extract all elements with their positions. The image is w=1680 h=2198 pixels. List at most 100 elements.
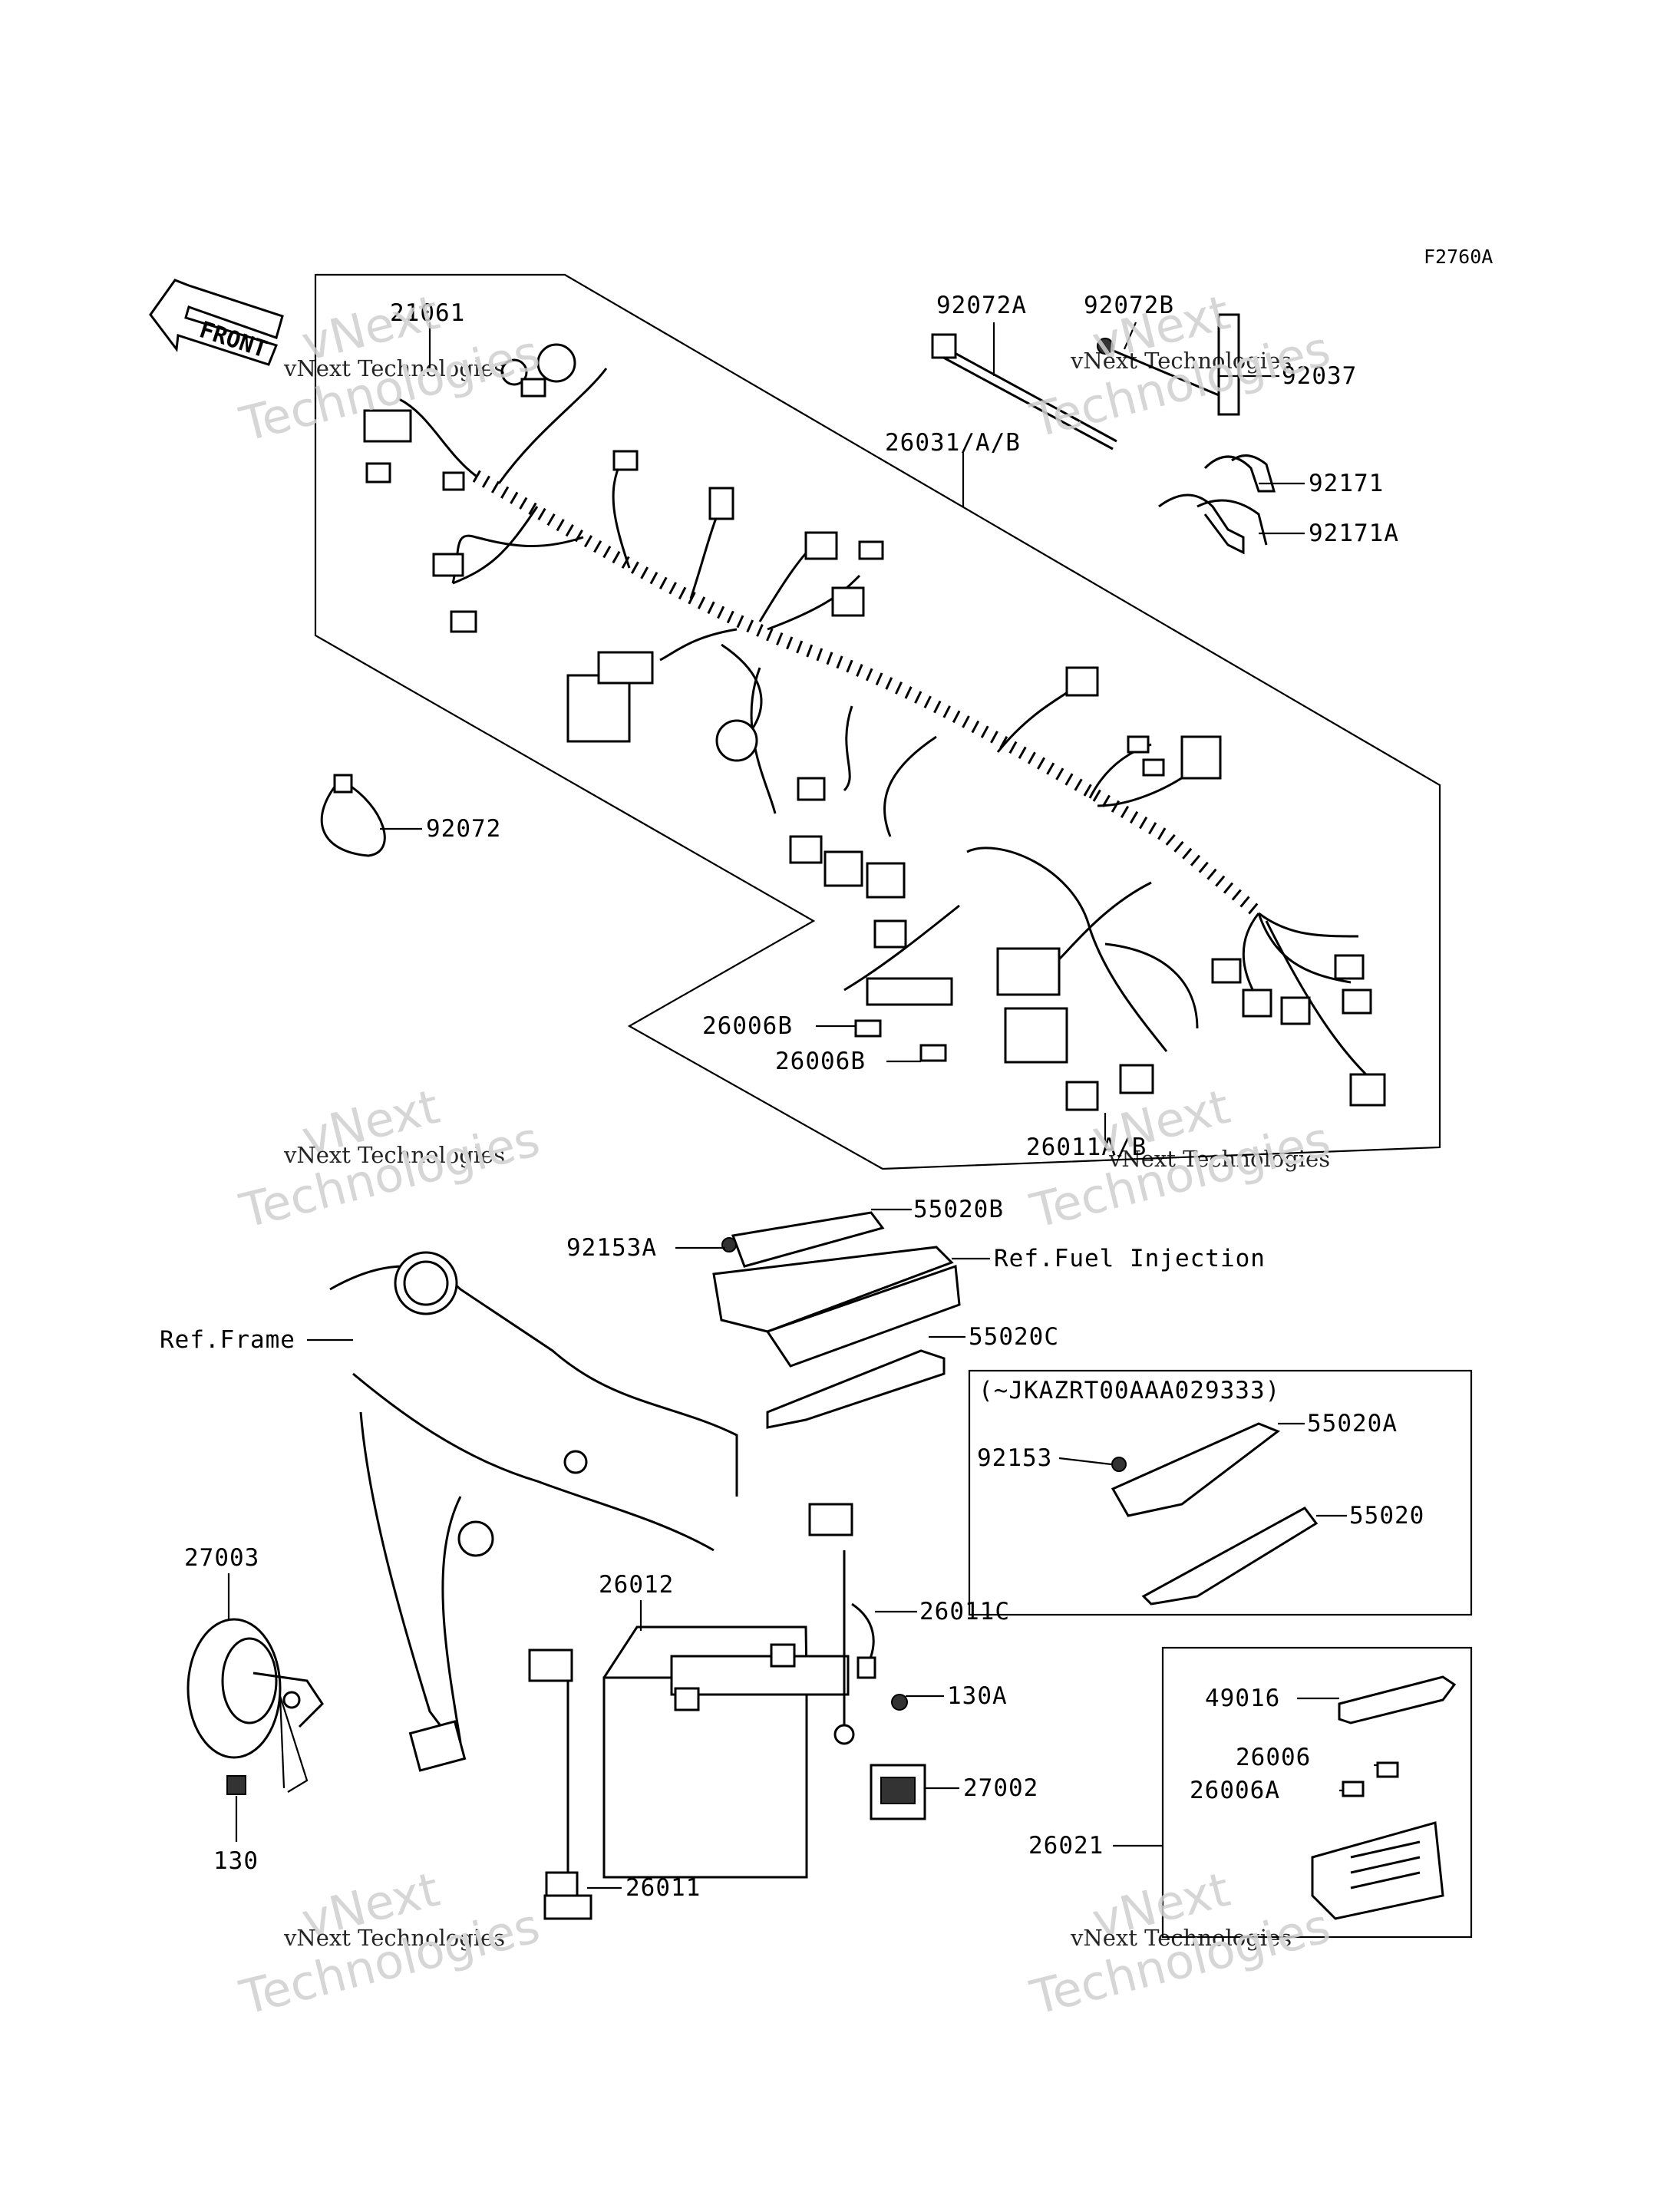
- svg-text:vNext Technologies: vNext Technologies: [283, 1925, 505, 1951]
- label-55020a: 55020A: [1307, 1410, 1398, 1437]
- front-arrow-icon: FRONT: [149, 279, 284, 366]
- connector-icon: [708, 487, 734, 520]
- label-92153a: 92153A: [566, 1234, 657, 1262]
- fuse-26006b-icon: [854, 1019, 882, 1038]
- nut-130: [226, 1775, 246, 1795]
- battery-cable-26011: [528, 1648, 592, 1920]
- label-26012: 26012: [599, 1571, 674, 1599]
- connector-icon: [442, 471, 465, 491]
- clamp-92171a: [1158, 493, 1268, 555]
- connector-icon: [1334, 954, 1365, 980]
- label-ref-frame: Ref.Frame: [160, 1326, 295, 1354]
- label-55020: 55020: [1349, 1502, 1424, 1530]
- fuse-box-26021: [1311, 1821, 1444, 1920]
- ecu-55020a: [1111, 1422, 1281, 1517]
- fuse-cover-49016: [1338, 1675, 1457, 1724]
- label-92153: 92153: [977, 1444, 1052, 1472]
- label-26021: 26021: [1028, 1832, 1104, 1860]
- watermark-mid-left: vNext vNext Technologies Technologies: [234, 1078, 545, 1239]
- label-92072a: 92072A: [936, 292, 1027, 319]
- connector-icon: [1119, 1064, 1154, 1094]
- connector-icon: [597, 651, 654, 685]
- connector-icon: [858, 540, 884, 560]
- connector-icon: [1280, 996, 1311, 1025]
- label-serial-range: (~JKAZRT00AAA029333): [979, 1377, 1280, 1404]
- connector-icon: [365, 462, 391, 483]
- svg-text:vNext Technologies: vNext Technologies: [283, 355, 505, 381]
- label-26011: 26011: [625, 1874, 701, 1902]
- label-26011a-b: 26011A/B: [1026, 1134, 1147, 1161]
- svg-text:vNext Technologies: vNext Technologies: [283, 1142, 505, 1168]
- wire-harness: [398, 368, 1368, 1076]
- label-26006: 26006: [1236, 1744, 1311, 1771]
- cable-tie-92072a: [931, 333, 1117, 450]
- connector-icon: [1211, 958, 1242, 984]
- fuse-26006b-icon: [919, 1044, 947, 1062]
- label-130a: 130A: [947, 1682, 1008, 1710]
- fuse-26006a-icon: [1342, 1781, 1365, 1797]
- bracket-92037: [1217, 313, 1240, 416]
- label-92171a: 92171A: [1309, 520, 1399, 547]
- label-26006b-bottom: 26006B: [775, 1048, 866, 1075]
- connector-icon: [823, 850, 863, 887]
- label-26006b-top: 26006B: [702, 1012, 793, 1040]
- headlight-socket-icon: [536, 343, 576, 383]
- watermark-bottom-left: vNext vNext Technologies Technologies: [234, 1861, 545, 2026]
- serial-range-box: [968, 1369, 1473, 1616]
- label-27002: 27002: [963, 1774, 1038, 1802]
- connector-icon: [1065, 1081, 1099, 1111]
- label-26006a: 26006A: [1190, 1777, 1280, 1804]
- harness-group-outline: [314, 273, 1441, 1170]
- label-92072b: 92072B: [1084, 292, 1174, 319]
- leader-lines: [227, 322, 1378, 1889]
- connector-icon: [1065, 666, 1099, 697]
- label-130: 130: [213, 1847, 259, 1875]
- bolt-92153-icon: [1111, 1457, 1127, 1472]
- ecu-connector-icon: [996, 947, 1061, 996]
- ecu-connector-icon: [1004, 1007, 1068, 1064]
- ecu-connector-icon: [566, 674, 631, 743]
- connector-icon: [1180, 735, 1222, 780]
- label-26011c: 26011C: [919, 1598, 1010, 1625]
- label-26031-a-b: 26031/A/B: [885, 429, 1021, 457]
- watermark-bottom-right: vNext vNext Technologies Technologies: [1025, 1861, 1335, 2026]
- connector-icon: [1242, 988, 1272, 1018]
- connector-icon: [1127, 735, 1150, 754]
- connector-icon: [831, 586, 865, 617]
- label-55020c: 55020C: [969, 1323, 1059, 1351]
- connector-icon: [866, 977, 953, 1006]
- watermark-top-right: vNext vNext Technologies Technologies: [1025, 284, 1335, 449]
- connector-icon: [866, 862, 906, 899]
- label-55020b: 55020B: [913, 1196, 1004, 1223]
- sensor-icon: [715, 719, 758, 762]
- label-27003: 27003: [184, 1544, 259, 1572]
- label-92037: 92037: [1282, 362, 1357, 390]
- connector-icon: [873, 919, 907, 949]
- label-92171: 92171: [1309, 470, 1384, 497]
- socket-icon: [500, 358, 528, 386]
- ecu-bracket-55020b: [731, 1211, 885, 1268]
- connector-icon: [1342, 988, 1372, 1015]
- cable-tie-92072b: [1097, 338, 1229, 401]
- frame-reference: [329, 1251, 738, 1772]
- connector-icon: [432, 553, 464, 577]
- fuse-box-group: [1161, 1646, 1473, 1939]
- connector-icon: [520, 378, 546, 398]
- connector-icon: [363, 409, 412, 443]
- bolt-92153a-icon: [721, 1237, 737, 1252]
- ecu-tray-55020c: [766, 1349, 946, 1429]
- harness-connectors: [363, 343, 1386, 1111]
- svg-text:vNext Technologies: vNext Technologies: [1070, 1925, 1292, 1951]
- ecu-55020-assy: [712, 1246, 961, 1368]
- connector-icon: [1142, 758, 1165, 777]
- connector-icon: [612, 450, 639, 471]
- connector-icon: [450, 610, 477, 633]
- battery-26012: [602, 1625, 850, 1879]
- connector-icon: [797, 777, 826, 801]
- horn-27003: [186, 1618, 324, 1759]
- connector-icon: [1349, 1073, 1386, 1107]
- label-92072: 92072: [426, 815, 501, 843]
- bolt-130a-icon: [891, 1694, 908, 1711]
- connector-icon: [789, 835, 823, 864]
